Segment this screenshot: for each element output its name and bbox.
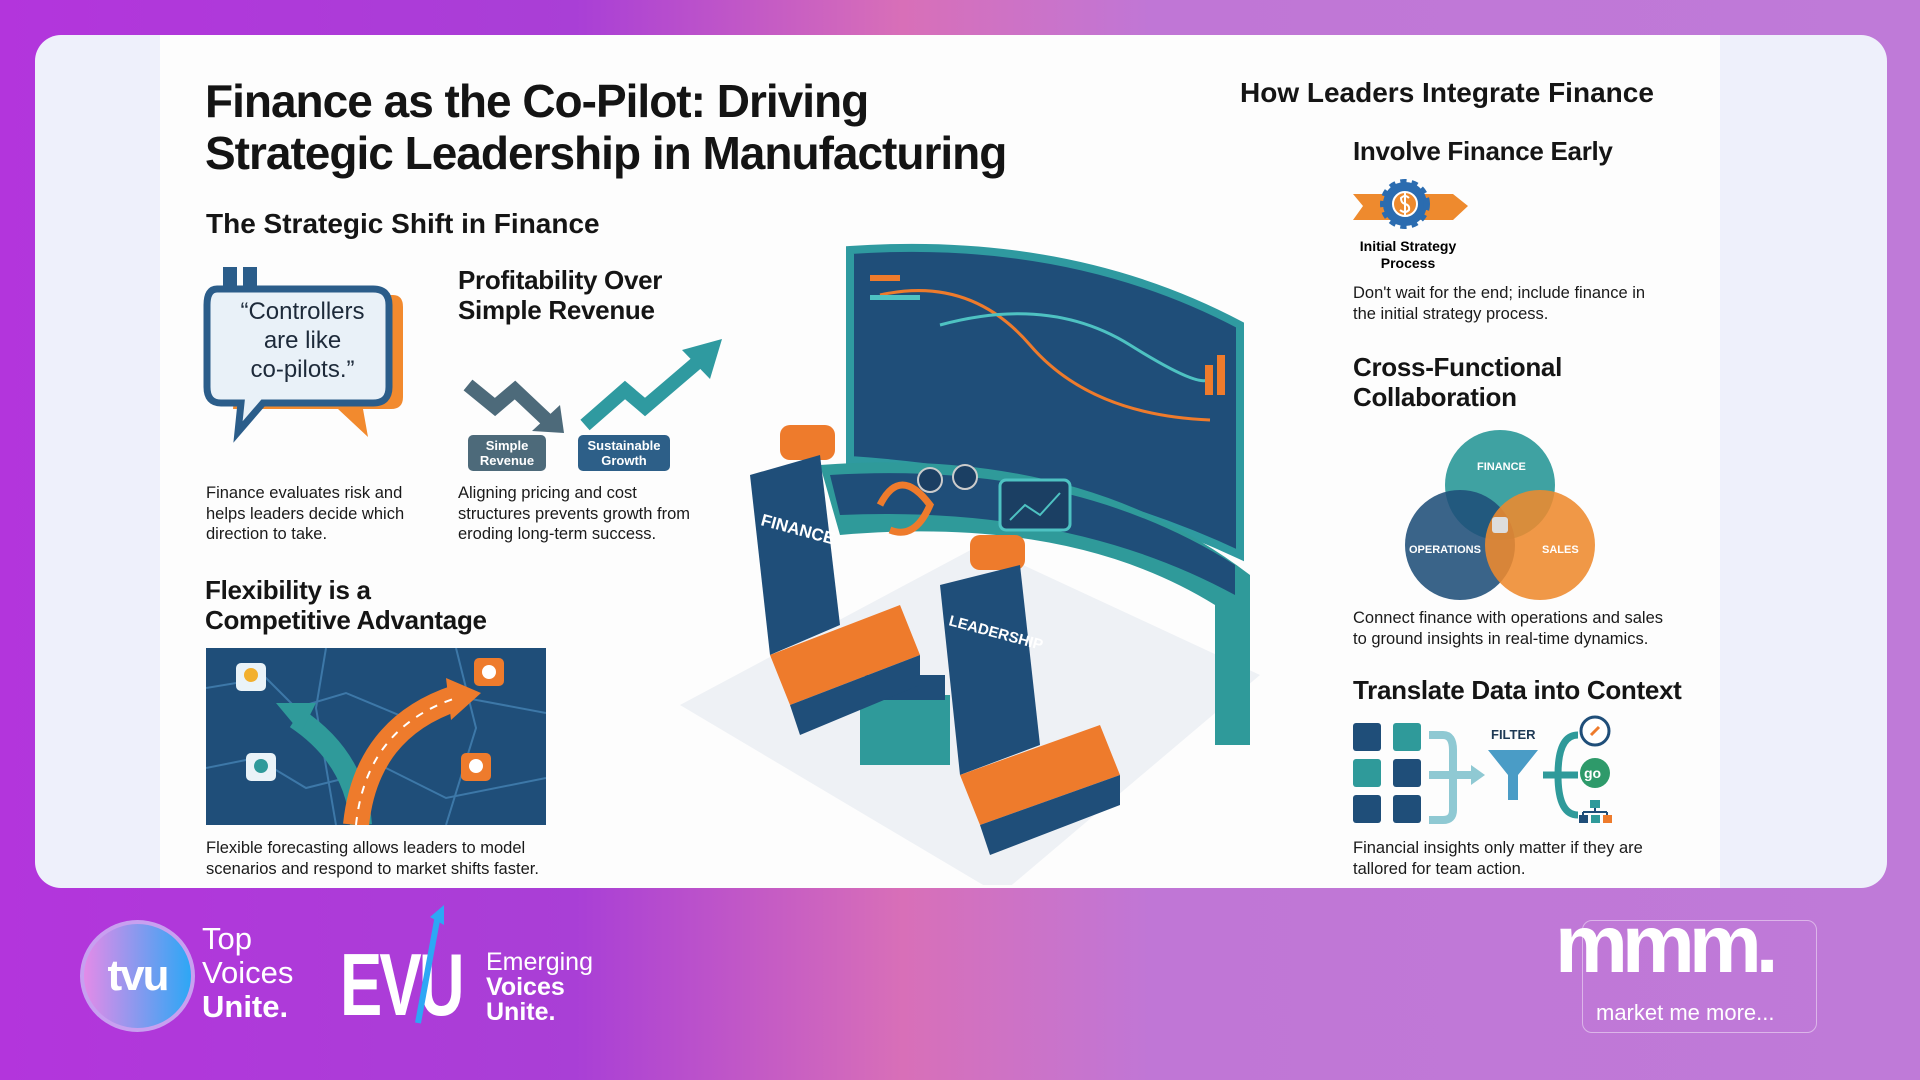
heading-translate-data: Translate Data into Context [1353, 675, 1682, 705]
org-chart-icon [1579, 800, 1612, 823]
evu-logo: EVU [340, 935, 465, 1034]
evu-wordmark: Emerging Voices Unite. [486, 950, 593, 1025]
heading-line: Flexibility is a [205, 575, 371, 605]
section-heading-integrate: How Leaders Integrate Finance [1240, 77, 1654, 108]
label-sustainable-growth: Sustainable Growth [578, 435, 670, 471]
infographic: Finance as the Co-Pilot: Driving Strateg… [160, 35, 1720, 888]
outcome-icons: go [1579, 715, 1612, 823]
icon-label-initial-strategy: Initial Strategy Process [1353, 238, 1463, 272]
caption-line: eroding long-term success. [458, 525, 657, 543]
flexibility-caption: Flexible forecasting allows leaders to m… [206, 838, 539, 879]
caption-line: Connect finance with operations and sale… [1353, 609, 1664, 627]
venn-circle-operations [1405, 490, 1515, 600]
quote-text: “Controllers are like co-pilots.” [215, 297, 390, 384]
caption-line: helps leaders decide which [206, 504, 405, 523]
quote-line: co-pilots.” [250, 356, 355, 383]
section-heading-profitability: Profitability Over Simple Revenue [458, 265, 662, 325]
quote-caption: Finance evaluates risk and helps leaders… [206, 483, 404, 545]
caption-line: Financial insights only matter if they a… [1353, 839, 1643, 857]
trend-arrows-icon [463, 339, 722, 433]
mmm-logo: mmm. [1555, 899, 1779, 990]
quote-line: “Controllers [240, 298, 365, 325]
wordmark-line: Voices [202, 955, 294, 990]
tvu-badge-text: tvu [107, 951, 170, 1000]
label-line: Simple [485, 438, 529, 453]
filter-label: FILTER [1491, 727, 1536, 742]
involve-caption: Don't wait for the end; include finance … [1353, 283, 1645, 324]
wordmark-line: Unite. [202, 989, 289, 1024]
arrow-up-icon [415, 905, 444, 1024]
venn-label-finance: FINANCE [1477, 461, 1526, 473]
caption-line: Finance evaluates risk and [206, 484, 403, 502]
tvu-logo: tvu [80, 920, 195, 1032]
heading-line: Cross-Functional [1353, 352, 1562, 382]
caption-line: Aligning pricing and cost [458, 484, 637, 502]
mmm-logo-frame [1582, 920, 1817, 1033]
heading-line: Collaboration [1353, 382, 1517, 412]
collab-caption: Connect finance with operations and sale… [1353, 608, 1663, 649]
wordmark-line: Top [202, 921, 252, 956]
quote-line: are like [263, 327, 342, 354]
wordmark-line: Unite. [486, 998, 556, 1026]
mmm-tagline: market me more... [1596, 1000, 1775, 1025]
label-line: Growth [601, 453, 647, 468]
caption-line: Don't wait for the end; include finance … [1353, 284, 1646, 302]
label-line: Revenue [479, 453, 535, 468]
translate-caption: Financial insights only matter if they a… [1353, 838, 1643, 879]
section-heading-flexibility: Flexibility is a Competitive Advantage [205, 575, 487, 635]
forecast-map-image [206, 648, 546, 825]
caption-line: Flexible forecasting allows leaders to m… [206, 839, 526, 857]
tvu-wordmark: Top Voices Unite. [202, 922, 293, 1024]
venn-circle-sales [1485, 490, 1595, 600]
data-filter-icon: FILTER [1353, 723, 1579, 824]
wordmark-line: Emerging [486, 948, 593, 976]
go-icon [1580, 758, 1610, 788]
wordmark-line: Voices [486, 973, 565, 1001]
profitability-caption: Aligning pricing and cost structures pre… [458, 483, 690, 545]
caption-line: the initial strategy process. [1353, 304, 1549, 323]
label-line: Initial Strategy [1359, 238, 1457, 254]
cockpit-illustration: FINANCE LEADERSHIP [680, 243, 1260, 885]
title-line: Finance as the Co-Pilot: Driving [205, 75, 869, 127]
speech-bubble-icon [203, 267, 403, 443]
label-line: Process [1380, 255, 1436, 271]
heading-line: Competitive Advantage [205, 605, 487, 635]
caption-line: scenarios and respond to market shifts f… [206, 859, 539, 878]
label-line: Sustainable [587, 438, 661, 453]
title-line: Strategic Leadership in Manufacturing [205, 127, 1007, 179]
label-simple-revenue: Simple Revenue [468, 435, 546, 471]
heading-involve-early: Involve Finance Early [1353, 136, 1613, 166]
caption-line: structures prevents growth from [458, 504, 690, 523]
strategy-gear-icon [1353, 179, 1468, 229]
heading-cross-functional: Cross-Functional Collaboration [1353, 352, 1562, 412]
heading-line: Simple Revenue [458, 295, 655, 325]
infographic-card: Finance as the Co-Pilot: Driving Strateg… [35, 35, 1887, 888]
caption-line: direction to take. [206, 525, 328, 543]
funnel-icon [1488, 750, 1538, 800]
venn-label-sales: SALES [1542, 544, 1579, 556]
section-heading-strategic-shift: The Strategic Shift in Finance [206, 208, 600, 239]
venn-label-operations: OPERATIONS [1409, 544, 1481, 556]
heading-line: Profitability Over [458, 265, 663, 295]
page-title: Finance as the Co-Pilot: Driving Strateg… [205, 75, 1007, 179]
go-label: go [1584, 765, 1601, 781]
venn-diagram: FINANCE OPERATIONS SALES [1405, 430, 1595, 600]
caption-line: tallored for team action. [1353, 859, 1526, 878]
caption-line: to ground insights in real-time dynamics… [1353, 629, 1649, 648]
